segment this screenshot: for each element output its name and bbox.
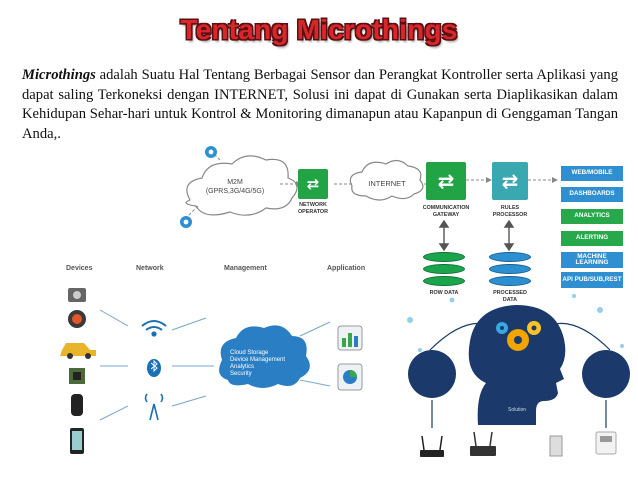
column-management: Management [224, 265, 267, 272]
wifi-icon [141, 320, 167, 337]
side-item-api: API PUB/SUB,REST [561, 272, 623, 288]
side-item-machine-learning: MACHINE LEARNING [561, 252, 623, 268]
m2m-label: M2M (GPRS,3G/4G/5G) [205, 178, 265, 196]
cloud-line-storage: Cloud Storage [230, 350, 269, 356]
router-device-icon [470, 431, 496, 456]
bar-chart-app-icon [337, 325, 363, 351]
management-cloud-text: Cloud Storage Device Management Analytic… [230, 350, 300, 378]
slide-title: Tentang Microthings [180, 14, 458, 45]
solution-label: Solution [508, 407, 527, 413]
right-node-circle [582, 350, 630, 398]
paragraph-body: adalah Suatu Hal Tentang Berbagai Sensor… [22, 67, 618, 142]
rules-processor-icon: ⇄ [492, 162, 528, 200]
side-item-analytics: ANALYTICS [561, 209, 623, 224]
rules-processor-label: RULES PROCESSOR [492, 205, 528, 218]
intro-paragraph: Microthings adalah Suatu Hal Tentang Ber… [22, 66, 618, 144]
processed-data-database-icon [489, 252, 531, 288]
column-network: Network [136, 265, 164, 272]
row-data-database-icon [423, 252, 465, 288]
processed-data-label: PROCESSED DATA [493, 290, 527, 303]
cloud-line-security: Security [230, 371, 252, 377]
gateway-label: COMMUNICATION GATEWAY [422, 205, 470, 218]
row-data-label: ROW DATA [429, 290, 459, 296]
gear-icon [496, 321, 541, 351]
internet-label: INTERNET [368, 179, 406, 188]
smartphone-device-icon [70, 428, 84, 454]
sensor-board-icon [69, 368, 85, 384]
car-device-icon [60, 343, 96, 359]
m2m-title: M2M [227, 179, 243, 186]
gateway-icon: ⇄ [426, 162, 466, 200]
network-operator-icon: ⇄ [298, 169, 328, 199]
side-item-dashboards: DASHBOARDS [561, 187, 623, 202]
camera-device-icon [68, 288, 86, 302]
side-item-alerting: ALERTING [561, 231, 623, 246]
column-application: Application [327, 265, 366, 272]
m2m-subtitle: (GPRS,3G/4G/5G) [205, 188, 265, 195]
wristband-device-icon [71, 394, 83, 416]
pie-chart-app-icon [337, 363, 363, 391]
left-node-circle [408, 350, 456, 398]
router-device-icon [420, 435, 444, 457]
antenna-icon [144, 393, 164, 421]
sensor-device-icon [549, 435, 563, 457]
side-item-web-mobile: WEB/MOBILE [561, 166, 623, 181]
module-device-icon [595, 431, 617, 455]
network-operator-label: NETWORK OPERATOR [297, 202, 329, 215]
cloud-line-device-management: Device Management [230, 357, 286, 363]
cloud-line-analytics: Analytics [230, 364, 255, 370]
paragraph-lead: Microthings [22, 67, 96, 83]
thermostat-device-icon [68, 310, 86, 328]
column-devices: Devices [66, 265, 93, 272]
bluetooth-icon [147, 359, 161, 377]
